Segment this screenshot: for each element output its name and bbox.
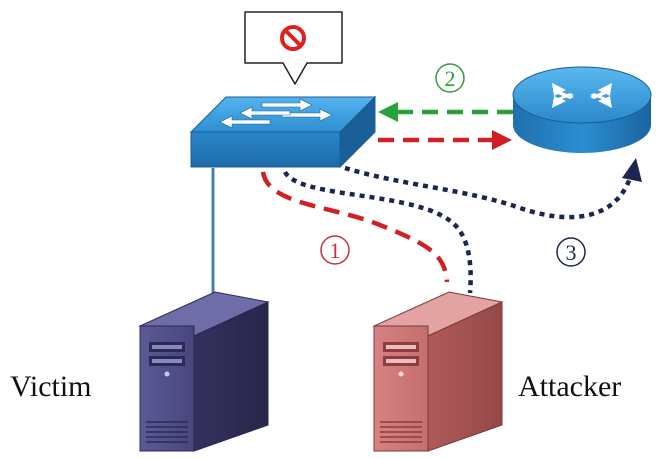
- attack-path-red: [260, 171, 450, 283]
- step-marker-1: 1: [320, 235, 350, 265]
- reply-arrow-green: [378, 102, 513, 122]
- step-marker-2: 2: [435, 63, 465, 93]
- forward-path-navy: [344, 158, 642, 220]
- step-number-1: 1: [330, 238, 341, 263]
- victim-label: Victim: [10, 370, 92, 403]
- forward-arrow-red: [378, 130, 512, 150]
- step-number-3: 3: [566, 240, 577, 265]
- step-marker-3: 3: [556, 237, 586, 267]
- step-number-2: 2: [445, 66, 456, 91]
- victim-server-icon: [138, 291, 270, 452]
- network-switch-icon: [189, 95, 377, 169]
- blocked-callout: [244, 11, 343, 85]
- attacker-server-icon: [372, 291, 504, 452]
- attack-path-navy: [283, 170, 473, 294]
- router-icon: [512, 66, 652, 153]
- attacker-label: Attacker: [518, 370, 622, 403]
- no-entry-icon: [280, 25, 306, 51]
